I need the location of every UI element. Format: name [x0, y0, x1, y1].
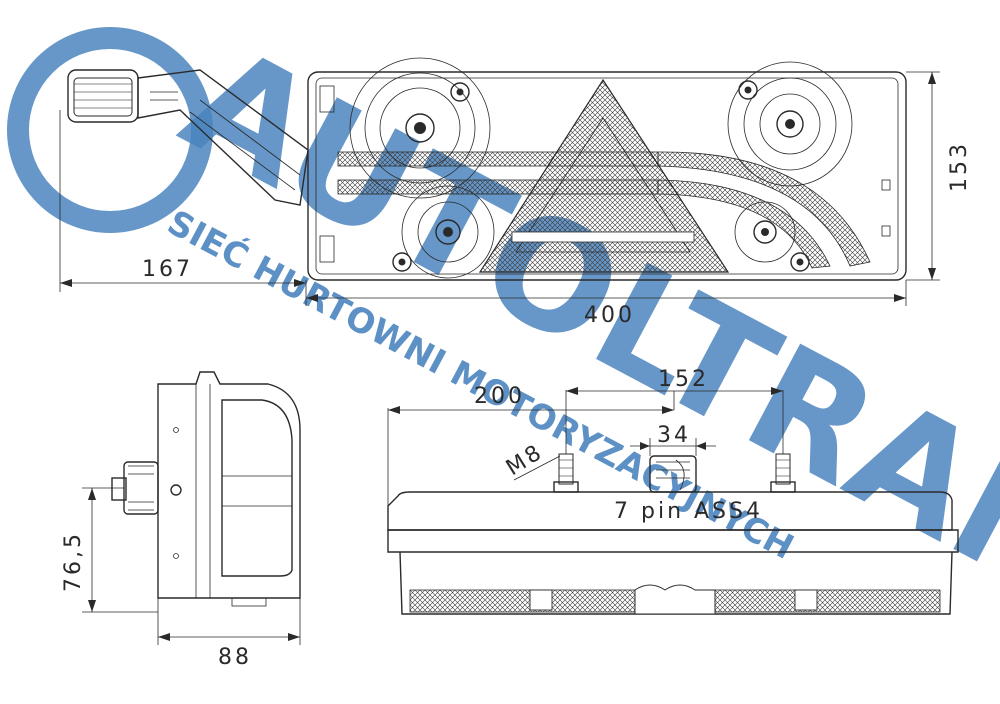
watermark-brand: AUTOLTRANS	[158, 13, 1000, 684]
height-label: 153	[947, 141, 972, 192]
mounting-screws	[392, 80, 810, 272]
lamp-housing	[307, 57, 907, 281]
watermark: AUTOLTRANS SIEĆ HURTOWNI MOTORYZACYJNYCH	[7, 13, 1000, 684]
mounting-height-label: 76,5	[61, 531, 86, 592]
dimension-connector-width: 34	[630, 423, 716, 456]
side-view: 76,5 88	[61, 371, 301, 670]
top-view: 167 400 153	[59, 57, 972, 328]
watermark-logo-ring	[7, 27, 213, 233]
dimension-total-width: 400	[305, 280, 907, 328]
dimension-bolt-spacing: 152	[565, 367, 784, 454]
connector-type-label: 7 pin ASS4	[614, 499, 763, 524]
warning-triangle-reflector	[478, 78, 730, 273]
dimension-mounting-height: 76,5	[61, 487, 158, 613]
rear-housing	[387, 491, 959, 615]
side-housing	[157, 371, 301, 607]
dimension-bracket-width: 167	[59, 110, 306, 292]
mounting-bolts	[553, 453, 796, 493]
thread-label: M8	[502, 439, 548, 481]
bolt-spacing-label: 152	[658, 367, 709, 392]
depth-label: 88	[218, 645, 252, 670]
total-width-label: 400	[584, 303, 635, 328]
connector-width-label: 34	[657, 423, 691, 448]
bolt-offset-label: 200	[474, 384, 525, 409]
side-marker-bracket	[67, 69, 309, 206]
dimension-height: 153	[906, 71, 972, 281]
dimension-depth: 88	[157, 598, 301, 670]
bracket-width-label: 167	[142, 257, 193, 282]
rear-connector	[649, 455, 697, 493]
dimension-bolt-offset: 200	[387, 384, 674, 520]
